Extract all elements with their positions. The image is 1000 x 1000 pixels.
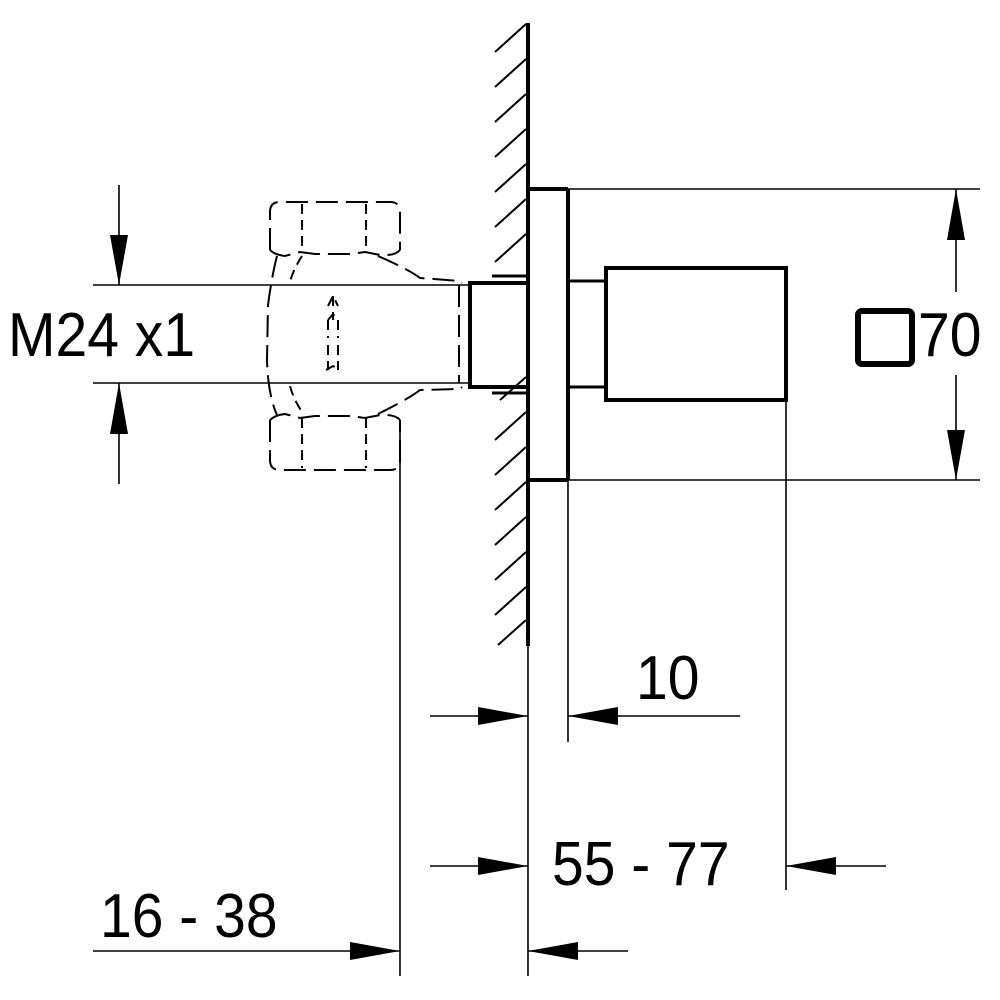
wall-hatching bbox=[494, 23, 527, 646]
projection-label: 55 - 77 bbox=[552, 830, 730, 899]
wall-depth-dimension bbox=[93, 420, 628, 976]
thread-dimension bbox=[110, 185, 128, 484]
square-dimension bbox=[947, 189, 965, 480]
square-symbol-icon bbox=[855, 308, 915, 367]
thread-label: M24 x1 bbox=[8, 301, 196, 370]
square-size-label: 70 bbox=[918, 301, 982, 370]
projection-dimension bbox=[430, 857, 886, 875]
plate-thickness-label: 10 bbox=[636, 644, 700, 713]
handle-knob bbox=[604, 266, 788, 402]
wall bbox=[494, 23, 530, 646]
cover-plate bbox=[528, 187, 980, 742]
plate-thickness-dimension bbox=[430, 707, 740, 725]
concealed-fitting-dashed bbox=[265, 201, 463, 471]
valve-stem bbox=[468, 274, 530, 395]
handle-body bbox=[568, 266, 788, 890]
wall-depth-label: 16 - 38 bbox=[100, 882, 278, 951]
